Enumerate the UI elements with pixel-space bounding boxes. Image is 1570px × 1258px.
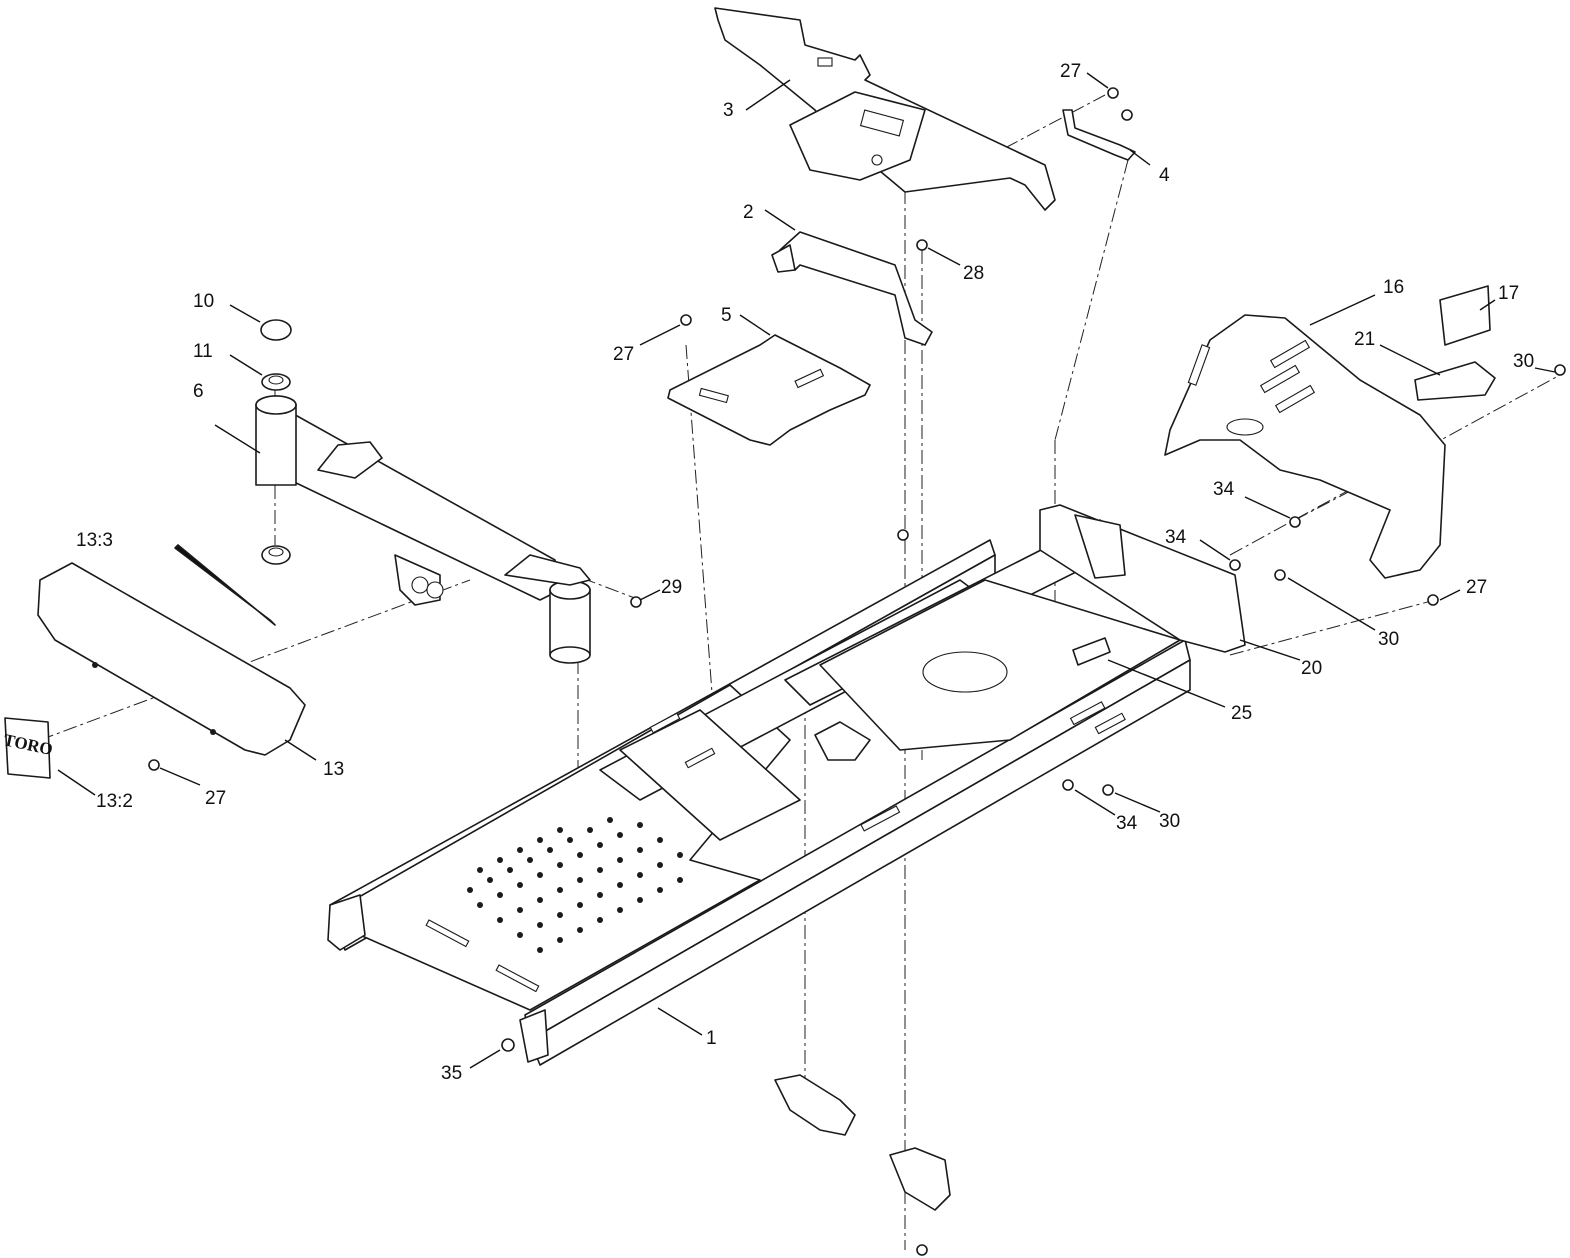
callout-34-seat: 34 [1213, 479, 1235, 500]
callout-13-3: 13:3 [76, 530, 113, 551]
callout-27-seat: 27 [1466, 577, 1487, 598]
callout-30-seat: 30 [1513, 351, 1534, 372]
rear-plate-part-20 [1039, 504, 1246, 653]
top-plate-part-3 [714, 7, 1056, 211]
decal-part-25 [1072, 637, 1111, 666]
callout-13-2: 13:2 [96, 791, 133, 812]
callout-6: 6 [193, 381, 204, 402]
bracket-part-21 [1414, 361, 1496, 401]
cover-part-13 [37, 544, 306, 756]
callout-34-rear: 34 [1165, 527, 1187, 548]
main-frame-part-1 [327, 519, 1191, 1066]
bracket-part-2 [771, 231, 933, 346]
callout-labels: 1 2 3 4 5 6 10 11 13 13:2 13:3 16 17 20 … [76, 61, 1534, 1084]
plate-part-5 [667, 334, 871, 446]
callout-4: 4 [1159, 165, 1170, 186]
callout-28: 28 [963, 263, 984, 284]
floor-perforation-holes [467, 817, 683, 953]
callout-27-plate: 27 [613, 344, 634, 365]
callout-11: 11 [193, 341, 213, 362]
callout-leader-lines [57, 72, 1556, 1069]
callout-35: 35 [441, 1063, 462, 1084]
callout-16: 16 [1383, 277, 1404, 298]
callout-30-frame: 30 [1159, 811, 1180, 832]
callout-5: 5 [721, 305, 732, 326]
callout-27-cover: 27 [205, 788, 226, 809]
callout-29: 29 [661, 577, 682, 598]
callout-27-top: 27 [1060, 61, 1081, 82]
hub-components-parts-10-11 [260, 319, 292, 565]
callout-30-rear: 30 [1378, 629, 1399, 650]
callout-3: 3 [723, 100, 734, 121]
callout-25: 25 [1231, 703, 1252, 724]
decal-part-17 [1439, 285, 1491, 346]
lower-mounting-brackets [774, 1074, 951, 1211]
callout-20: 20 [1301, 658, 1322, 679]
logo-decal-part-13-2: TORO [2, 717, 54, 779]
callout-10: 10 [193, 291, 214, 312]
callout-1: 1 [706, 1028, 717, 1049]
fasteners [148, 87, 1566, 1256]
callout-2: 2 [743, 202, 754, 223]
callout-34-frame: 34 [1116, 813, 1138, 834]
callout-21: 21 [1354, 329, 1375, 350]
front-axle-part-6 [255, 395, 591, 664]
callout-13: 13 [323, 759, 344, 780]
seat-pan-part-16 [1164, 314, 1446, 579]
small-bracket-part-4 [1062, 109, 1136, 161]
callout-17: 17 [1498, 283, 1519, 304]
